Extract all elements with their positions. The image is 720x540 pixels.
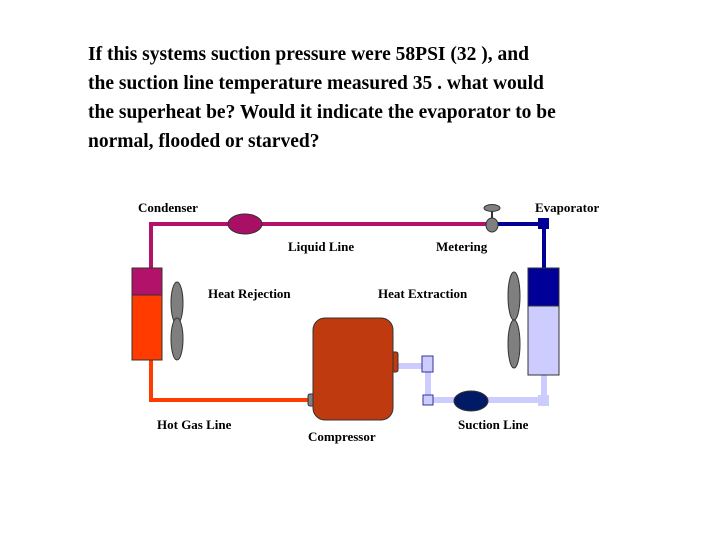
evaporator-label: Evaporator [535,200,600,215]
question-line: the suction line temperature measured 35… [88,73,544,94]
suction-line-fitting [538,395,549,406]
compressor-label: Compressor [308,429,376,444]
evaporator-inlet-fitting [538,218,549,229]
suction-fitting [421,355,434,373]
metering-device-icon [483,204,501,233]
suction-accumulator-icon [453,390,489,412]
heat-rejection-label: Heat Rejection [208,286,291,301]
condenser-label: Condenser [138,200,198,215]
question-line: If this systems suction pressure were 58… [88,44,529,65]
filter-drier-icon [227,213,263,235]
condenser-fan-icon [170,281,184,361]
metering-label: Metering [436,239,488,254]
evaporator-coil-top [527,267,560,307]
heat-extraction-label: Heat Extraction [378,286,468,301]
evaporator-fan-icon [507,271,521,369]
evaporator-coil [527,305,560,376]
condenser-coil-top [131,267,163,296]
condenser-coil [131,294,163,361]
liquid-line-label: Liquid Line [288,239,354,254]
compressor-icon [307,317,399,421]
hot-gas-line-label: Hot Gas Line [157,417,232,432]
question-line: normal, flooded or starved? [88,131,320,152]
question-text: If this systems suction pressure were 58… [88,40,688,156]
question-line: the superheat be? Would it indicate the … [88,102,556,123]
suction-line-label: Suction Line [458,417,529,432]
suction-fitting [422,394,434,406]
